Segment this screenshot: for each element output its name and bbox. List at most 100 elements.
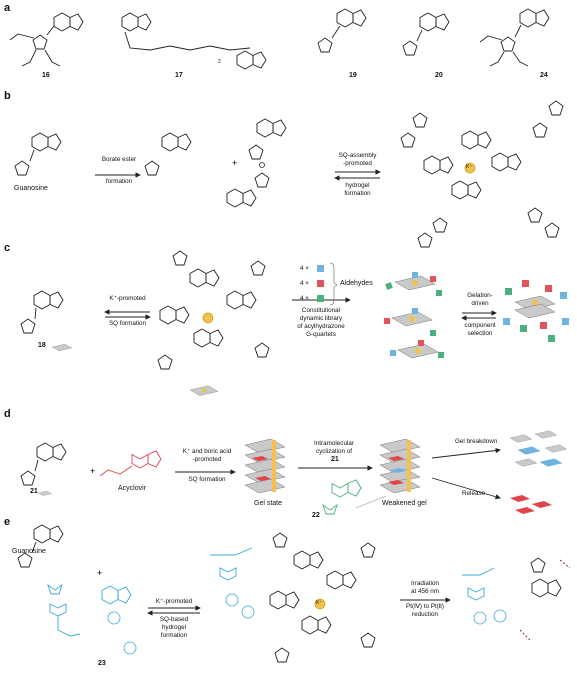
quartet-e-sugar-1 — [272, 532, 288, 548]
compound-23-purine — [101, 585, 132, 605]
compound-22-imidazole — [347, 479, 362, 497]
gelation-label-1: Gelation- — [467, 292, 493, 299]
compound-label-18: 18 — [38, 342, 46, 349]
compound-23-benzene — [49, 603, 67, 617]
irradiation-label-2: at 456 nm — [410, 588, 439, 595]
compound-23-pyridine-1 — [107, 611, 121, 625]
weakened-gel-stack — [379, 438, 421, 494]
gel-breakdown-arrow — [431, 447, 501, 459]
panel-label-a: a — [4, 2, 11, 14]
compound-label-21: 21 — [30, 488, 38, 495]
irradiation-label-4: reduction — [412, 611, 438, 618]
kpromoted-label-e: K⁺-promoted — [155, 598, 193, 605]
panel-c-structures — [20, 250, 569, 396]
quartet-e-pyridine-2 — [241, 605, 255, 619]
guanosine-e-purine — [33, 524, 64, 544]
compound-19-purine — [336, 8, 367, 28]
aldehyde-mult-1: 4 × — [300, 265, 309, 272]
product-sugar — [530, 557, 546, 573]
svg-text:+: + — [97, 568, 102, 578]
sq-assembly-label-2: -promoted — [343, 160, 372, 167]
gel-state-stack — [244, 438, 286, 494]
k-boric-label-2: -promoted — [192, 456, 222, 463]
diester-sugar-bottom — [254, 172, 270, 188]
diester-sugar-top — [248, 144, 264, 160]
kpromoted-label-c-2: SQ formation — [108, 320, 147, 327]
quartet-b-sugar-2 — [532, 122, 548, 138]
panel-d-structures: + — [20, 430, 568, 515]
compound-label-20: 20 — [435, 72, 443, 79]
panel-label-b: b — [4, 90, 11, 102]
aldehyde-green — [317, 295, 324, 302]
compound-21-purine — [36, 442, 67, 462]
svg-text:+: + — [232, 158, 237, 168]
quartet-b-sugar-1 — [412, 112, 428, 128]
compound-24-purine — [519, 8, 550, 28]
compound-16-purine — [53, 12, 84, 32]
potassium-label-b: K⁺ — [466, 164, 472, 170]
compound-18-sugar — [20, 318, 36, 334]
compound-label-21b: 21 — [331, 456, 339, 463]
guanosine-label-e: Guanosine — [12, 548, 46, 555]
quartet-c-sugar-2 — [250, 260, 266, 276]
compound-23-pyridine-2 — [123, 641, 137, 655]
aldehyde-mult-2: 4 × — [300, 280, 309, 287]
product-purine — [531, 578, 562, 598]
acyclovir-chain — [99, 465, 133, 477]
release-arrow — [431, 477, 501, 500]
quartet-c-purine-3 — [193, 328, 224, 348]
quartet-c-purine-2 — [226, 290, 257, 310]
quartet-b-purine-3 — [451, 180, 482, 200]
gel-selection — [503, 280, 569, 342]
library-label-3: of acylhydrazone — [297, 323, 345, 330]
intramol-label-1: Intramolecular — [314, 440, 354, 447]
quartet-c-tile — [189, 385, 219, 396]
quartet-b-borate-2 — [548, 100, 564, 116]
compound-label-17: 17 — [175, 72, 183, 79]
quartet-c-sugar-1 — [172, 250, 188, 266]
quartet-e-benzene — [219, 567, 237, 581]
product-benzene — [467, 587, 485, 601]
release-label: Release — [462, 490, 486, 497]
quartet-e-purine-2 — [326, 570, 357, 590]
compound-label-23: 23 — [98, 660, 106, 667]
compound-22-sugar — [322, 503, 338, 515]
quartet-b-borate-3 — [544, 222, 560, 238]
gel-breakdown-label: Gel breakdown — [455, 438, 498, 445]
peg-subscript: 2 — [218, 59, 221, 65]
quartet-e-purine-3 — [301, 615, 332, 635]
gelation-label-2: driven — [471, 300, 489, 307]
compound-21-sugar — [20, 470, 36, 486]
acyclovir-label: Acyclovir — [118, 485, 147, 492]
broken-tiles — [509, 430, 568, 467]
compound-label-22: 22 — [312, 512, 320, 519]
library-label-2: dynamic library — [299, 315, 343, 322]
quartet-e-purine-4 — [269, 590, 300, 610]
guanosine-sugar — [14, 160, 30, 176]
aldehyde-red — [317, 280, 324, 287]
compound-18-tile — [51, 343, 73, 352]
irradiation-label-3: Pt(Ⅳ) to Pt(Ⅱ) — [406, 603, 444, 610]
k-boric-label-3: SQ formation — [188, 476, 226, 483]
quartet-b-sugar-3 — [527, 207, 543, 223]
quartet-e-sugar-2 — [360, 542, 376, 558]
aldehyde-brace — [329, 262, 338, 306]
quartet-b-sugar-4 — [432, 217, 448, 233]
panel-label-e: e — [4, 516, 11, 528]
compound-19-sugar — [317, 37, 333, 53]
hydrogel-label-2: formation — [344, 190, 371, 197]
compound-22-pyrimidine — [331, 482, 349, 498]
irradiation-label-1: Irradiation — [410, 580, 439, 587]
acyclovir-imidazole — [147, 450, 162, 468]
aldehyde-mult-3: 4 × — [300, 295, 309, 302]
borate-ester-purine — [161, 132, 192, 152]
quartet-b-purine-1 — [461, 130, 492, 150]
compound-22-pointer — [355, 495, 387, 509]
compound-24-sugar — [500, 36, 516, 52]
gel-state-label: Gel state — [254, 500, 283, 507]
compound-label-19: 19 — [349, 72, 357, 79]
quartet-c-purine-4 — [159, 305, 190, 325]
quartet-e-purine-1 — [293, 550, 324, 570]
quartet-b-purine-4 — [423, 155, 454, 175]
component-label-2: selection — [467, 330, 493, 337]
